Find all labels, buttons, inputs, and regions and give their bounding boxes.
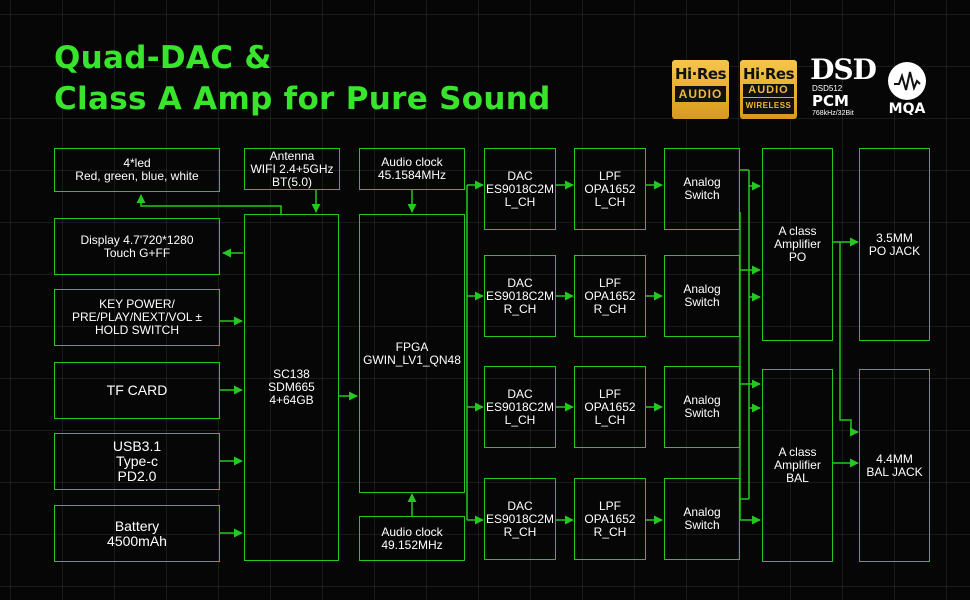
dac-block-2: DAC ES9018C2M R_CH — [484, 255, 556, 337]
dac-block-4: DAC ES9018C2M R_CH — [484, 478, 556, 560]
mqa-logo: MQA — [884, 62, 930, 118]
antenna-block: Antenna WIFI 2.4+5GHz BT(5.0) — [244, 148, 340, 190]
headline-line-2: Class A Amp for Pure Sound — [54, 81, 551, 117]
lpf-block-2: LPF OPA1652 R_CH — [574, 255, 646, 337]
bal-jack-block: 4.4MM BAL JACK — [859, 369, 930, 562]
audio-clock-top-block: Audio clock 45.1584MHz — [359, 148, 465, 190]
keys-block: KEY POWER/ PRE/PLAY/NEXT/VOL ± HOLD SWIT… — [54, 289, 220, 346]
analog-switch-block-3: Analog Switch — [664, 366, 740, 448]
dac-block-1: DAC ES9018C2M L_CH — [484, 148, 556, 230]
lpf-block-3: LPF OPA1652 L_CH — [574, 366, 646, 448]
headline-line-1: Quad-DAC & — [54, 40, 272, 76]
battery-block: Battery 4500mAh — [54, 505, 220, 562]
fpga-block: FPGA GWIN_LV1_QN48 — [359, 214, 465, 493]
soc-block: SC138 SDM665 4+64GB — [244, 214, 339, 561]
hires-wireless-logo: Hi·Res AUDIO WIRELESS — [740, 60, 797, 119]
mqa-wave-icon — [888, 62, 926, 100]
dsd-pcm-logo: DSD DSD512 PCM 768kHz/32Bit — [810, 53, 877, 118]
amplifier-po-block: A class Amplifier PO — [762, 148, 833, 341]
led-block: 4*led Red, green, blue, white — [54, 148, 220, 192]
analog-switch-block-2: Analog Switch — [664, 255, 740, 337]
display-block: Display 4.7'720*1280 Touch G+FF — [54, 218, 220, 275]
lpf-block-4: LPF OPA1652 R_CH — [574, 478, 646, 560]
headline: Quad-DAC & Class A Amp for Pure Sound — [54, 38, 551, 120]
analog-switch-block-1: Analog Switch — [664, 148, 740, 230]
amplifier-bal-block: A class Amplifier BAL — [762, 369, 833, 562]
lpf-block-1: LPF OPA1652 L_CH — [574, 148, 646, 230]
po-jack-block: 3.5MM PO JACK — [859, 148, 930, 341]
hires-audio-logo: Hi·Res AUDIO — [672, 60, 729, 119]
tf-card-block: TF CARD — [54, 362, 220, 419]
analog-switch-block-4: Analog Switch — [664, 478, 740, 560]
audio-clock-bottom-block: Audio clock 49.152MHz — [359, 516, 465, 561]
usb-block: USB3.1 Type-c PD2.0 — [54, 433, 220, 490]
dac-block-3: DAC ES9018C2M L_CH — [484, 366, 556, 448]
